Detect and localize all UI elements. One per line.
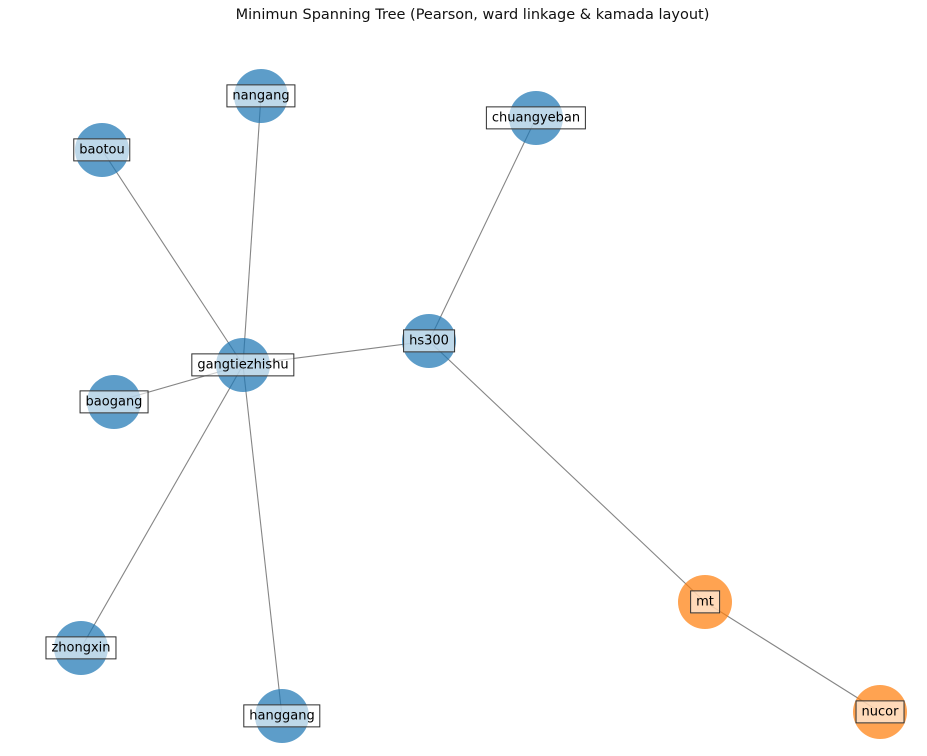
edge-gangtiezhishu-nangang: [242, 95, 262, 366]
edge-gangtiezhishu-zhongxin: [80, 364, 244, 649]
edge-gangtiezhishu-hanggang: [242, 364, 283, 717]
node-label-nangang: nangang: [226, 84, 296, 108]
chart-title: Minimun Spanning Tree (Pearson, ward lin…: [235, 7, 710, 23]
edge-hs300-mt: [428, 340, 706, 603]
node-label-chuangyeban: chuangyeban: [485, 106, 587, 130]
node-label-baotou: baotou: [73, 138, 131, 162]
node-label-nucor: nucor: [855, 700, 905, 724]
node-label-hanggang: hanggang: [243, 704, 321, 728]
edge-mt-nucor: [704, 601, 881, 713]
node-label-hs300: hs300: [403, 329, 455, 353]
edge-hs300-chuangyeban: [428, 117, 537, 342]
node-label-baogang: baogang: [79, 390, 149, 414]
node-label-gangtiezhishu: gangtiezhishu: [191, 353, 295, 377]
node-label-mt: mt: [690, 590, 720, 614]
node-label-zhongxin: zhongxin: [45, 636, 117, 660]
edge-gangtiezhishu-baotou: [101, 149, 244, 366]
